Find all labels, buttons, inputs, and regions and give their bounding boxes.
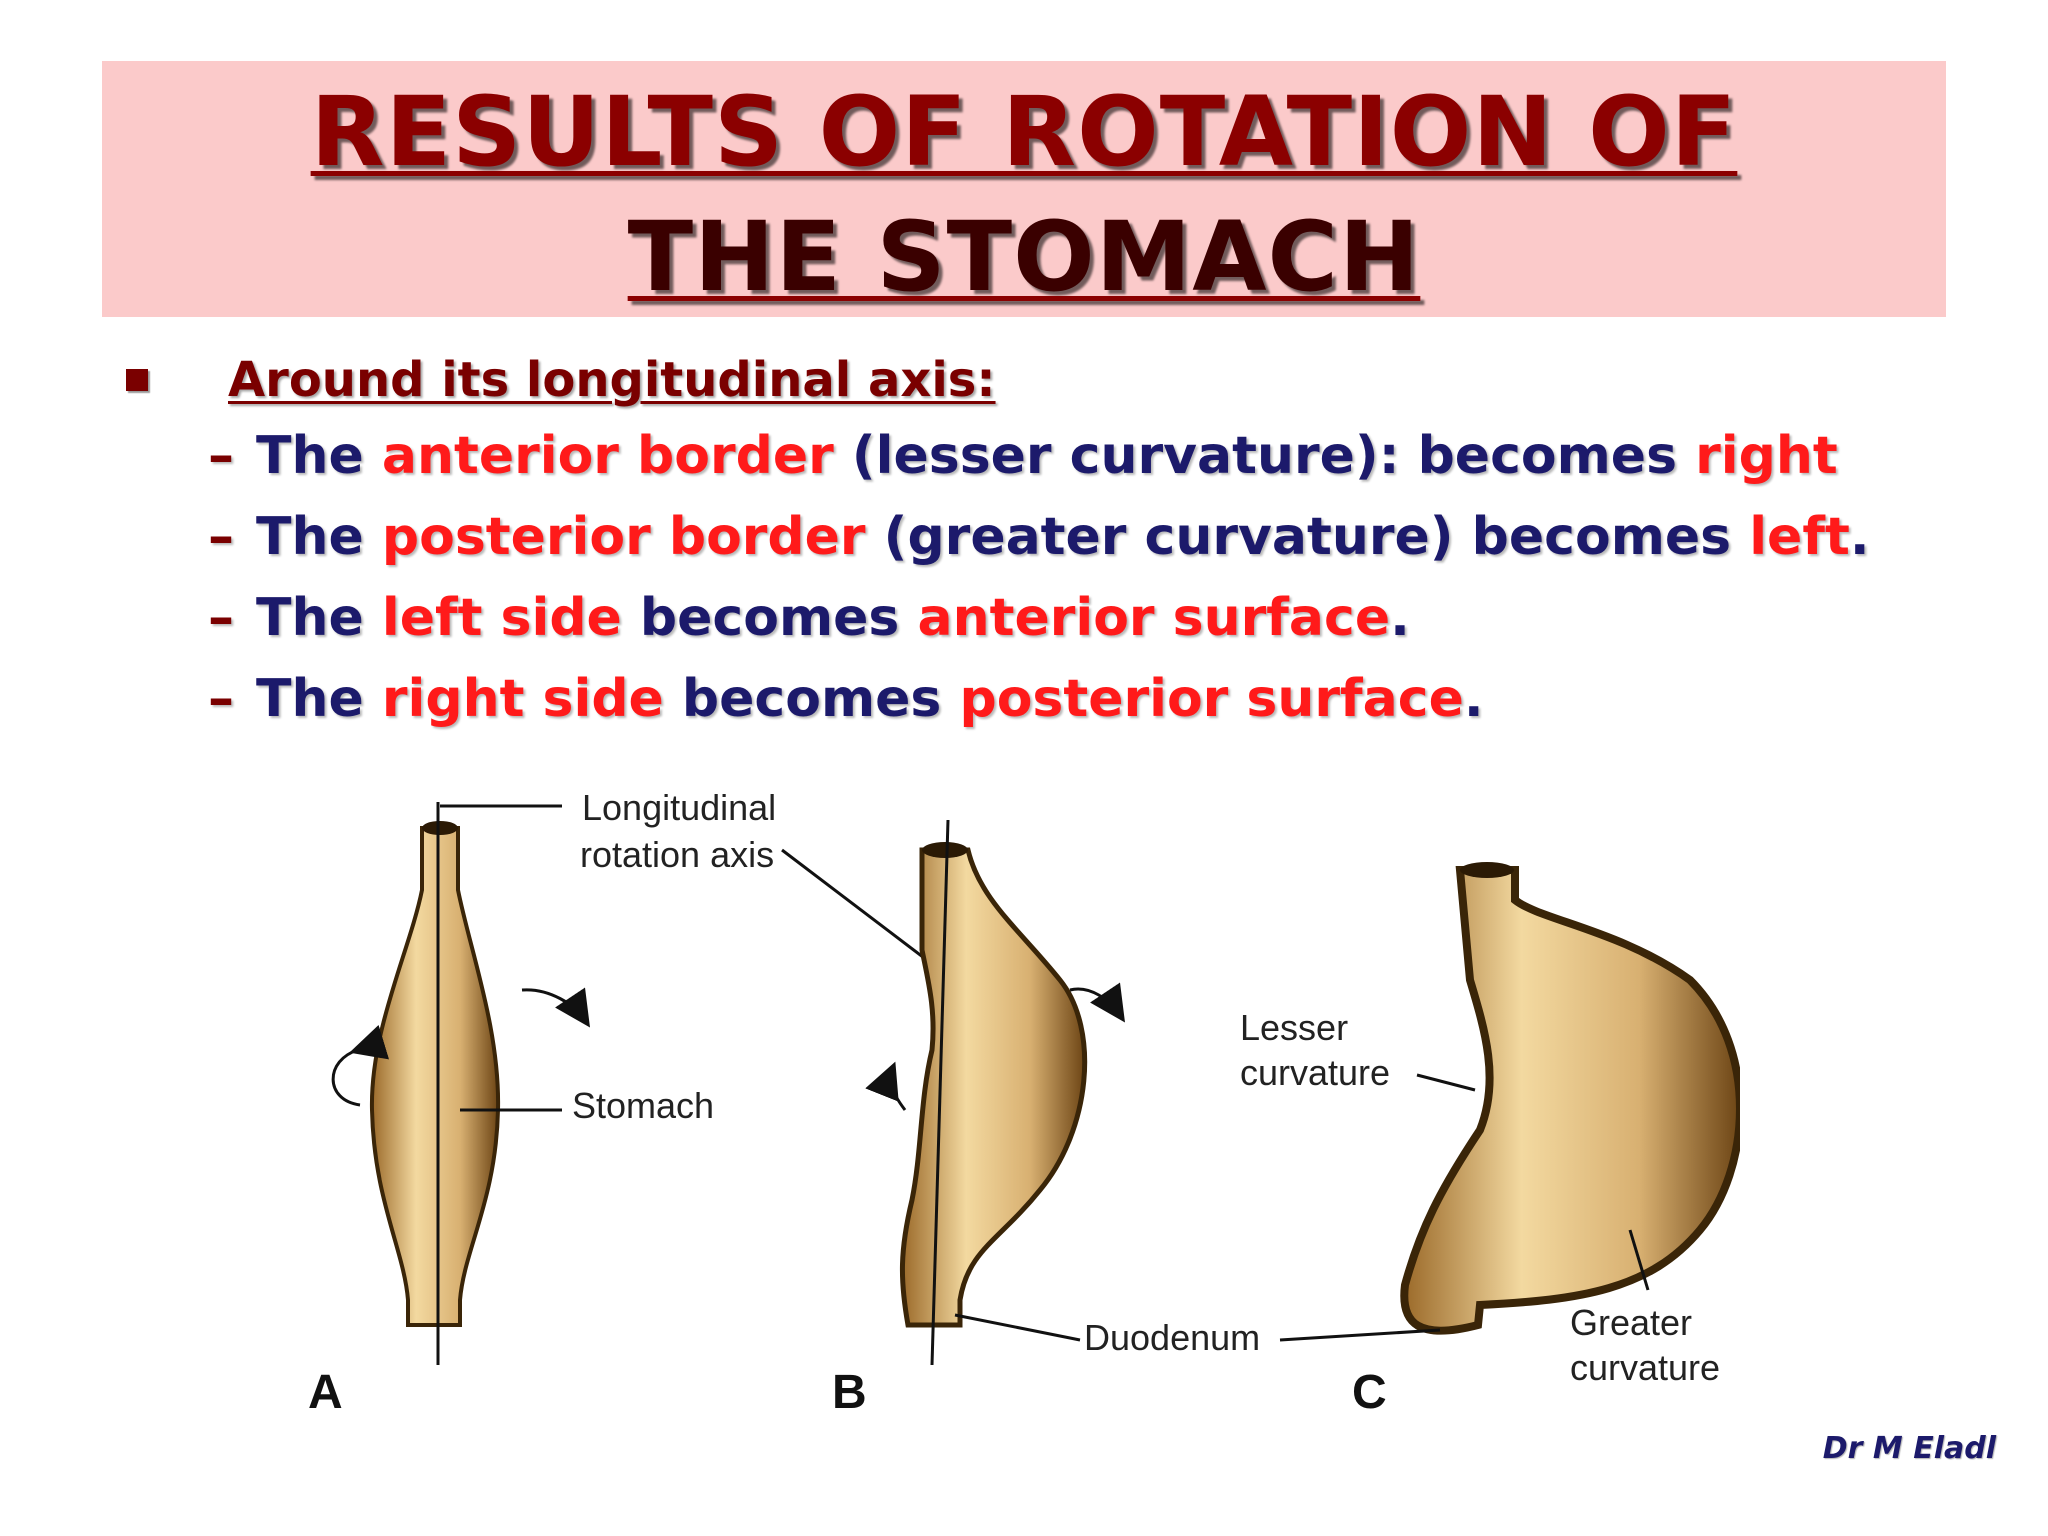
panel-c-label: C <box>1352 1366 1387 1419</box>
highlight-term: right <box>1695 426 1838 486</box>
item-segment: . <box>1390 588 1410 648</box>
lesser-curvature-line-1: Lesser <box>1240 1007 1348 1048</box>
section-heading: Around its longitudinal axis: <box>228 352 996 408</box>
stomach-label: Stomach <box>572 1085 714 1126</box>
page-title: RESULTS OF ROTATION OF THE STOMACH <box>102 70 1946 320</box>
item-segment: (lesser curvature): becomes <box>833 426 1696 486</box>
list-item: –The right side becomes posterior surfac… <box>208 668 1484 730</box>
lesser-curvature-line-2: curvature <box>1240 1052 1390 1093</box>
item-segment: . <box>1849 507 1870 567</box>
list-item: –The left side becomes anterior surface. <box>208 587 1410 649</box>
item-text: The right side becomes posterior surface… <box>256 669 1484 729</box>
panel-c-stomach <box>1400 862 1740 1335</box>
square-bullet-icon <box>126 369 148 391</box>
highlight-term: anterior border <box>381 426 834 486</box>
item-text: The anterior border (lesser curvature): … <box>256 426 1838 486</box>
highlight-term: anterior surface <box>917 588 1391 648</box>
item-text: The left side becomes anterior surface. <box>256 588 1410 648</box>
author-credit: Dr M Eladl <box>1822 1431 1996 1466</box>
item-segment: The <box>256 588 382 648</box>
stomach-rotation-diagram: Longitudinal rotation axis Stomach Lesse… <box>308 787 1740 1419</box>
highlight-term: left <box>1749 507 1850 567</box>
dash-icon: – <box>208 669 234 729</box>
dash-icon: – <box>208 588 234 648</box>
highlight-term: posterior border <box>381 507 866 567</box>
bullet-heading-row: Around its longitudinal axis: <box>126 350 996 410</box>
dash-icon: – <box>208 426 234 486</box>
duodenum-label: Duodenum <box>1084 1317 1260 1358</box>
item-segment: The <box>256 426 382 486</box>
item-segment: becomes <box>621 588 918 648</box>
item-segment: . <box>1463 669 1484 729</box>
item-segment: The <box>256 507 382 567</box>
item-segment: The <box>256 669 382 729</box>
greater-curvature-line-2: curvature <box>1570 1347 1720 1388</box>
panel-a-stomach <box>331 802 590 1365</box>
list-item: –The anterior border (lesser curvature):… <box>208 425 1838 487</box>
panel-b-label: B <box>832 1366 867 1419</box>
list-item: –The posterior border (greater curvature… <box>208 506 1870 568</box>
panel-a-label: A <box>308 1366 343 1419</box>
dash-icon: – <box>208 507 234 567</box>
highlight-term: posterior surface <box>959 669 1464 729</box>
title-band <box>102 61 1946 317</box>
title-line-1: RESULTS OF ROTATION OF <box>310 76 1738 188</box>
highlight-term: left side <box>381 588 622 648</box>
axis-label-line-2: rotation axis <box>580 834 774 875</box>
greater-curvature-line-1: Greater <box>1570 1302 1692 1343</box>
title-line-2: THE STOMACH <box>627 201 1421 313</box>
item-segment: becomes <box>663 669 960 729</box>
item-text: The posterior border (greater curvature)… <box>256 507 1870 567</box>
item-segment: (greater curvature) becomes <box>865 507 1750 567</box>
axis-label-line-1: Longitudinal <box>582 787 776 828</box>
panel-b-stomach <box>865 819 1125 1366</box>
highlight-term: right side <box>381 669 664 729</box>
